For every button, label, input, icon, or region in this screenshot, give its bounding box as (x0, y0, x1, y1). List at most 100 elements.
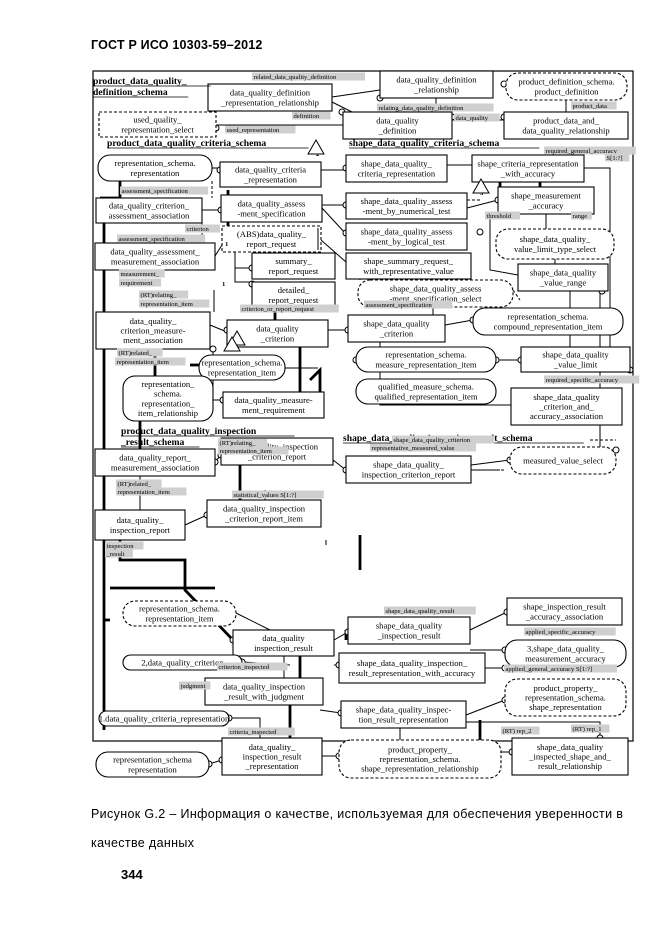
entity-label: data_quality_definition (230, 88, 311, 98)
role-label: (RT)related_ (119, 350, 153, 357)
entity-label: data_quality_criteria (235, 165, 306, 175)
entity-box (355, 346, 497, 373)
entity-label: representation_schema. (139, 604, 220, 614)
schema-title: product_data_quality_ (93, 76, 187, 87)
schema-title: product_data_quality_criteria_schema (107, 138, 266, 149)
entity-label: shape_data_quality (376, 621, 443, 631)
relationship-line (444, 319, 474, 326)
entity-box (345, 154, 448, 183)
relationship-line (234, 252, 252, 283)
entity-box (511, 737, 629, 776)
entity-label: 2,data_quality_criterion (141, 658, 224, 668)
entity-label: _representation (245, 761, 300, 771)
role-label: assessment_specification (119, 236, 186, 243)
entity-box (95, 197, 203, 224)
role-label: criterion_or_report_request (242, 306, 315, 313)
role-label: criterion_inspected (219, 664, 270, 671)
entity-label: representation_select (121, 124, 194, 134)
role-label-bg (240, 304, 339, 313)
entity-label: criterion_measure- (121, 326, 186, 336)
relationship-line (321, 207, 347, 235)
role-label: data_quality (456, 115, 489, 122)
entity-boxes: data_quality_definition_representation_r… (94, 70, 631, 779)
caption-line-1: Рисунок G.2 – Информация о качестве, исп… (91, 807, 624, 821)
entity-label: shape_data_quality (542, 350, 609, 360)
entity-label: _inspection_result (376, 630, 441, 640)
relationship-line (331, 89, 381, 98)
relationship-line (214, 244, 223, 257)
role-label-bg (571, 724, 610, 733)
role-label-bg (185, 224, 220, 233)
role-label: inspection (107, 543, 135, 550)
entity-box (98, 710, 230, 727)
role-label: relating_data_quality_definition (379, 105, 465, 112)
role-label: criteria_inspected (230, 729, 278, 736)
page-reference-triangle (223, 335, 241, 352)
role-label-bg (370, 443, 476, 452)
entity-label: report_request (269, 266, 319, 276)
role-label: definition (294, 113, 320, 120)
role-label: used_representation (227, 127, 280, 134)
role-label-bg (119, 278, 162, 287)
relationship-line (469, 611, 508, 631)
entity-label: with_representative_value (363, 266, 454, 276)
entity-label: schema. (154, 389, 182, 399)
tag-number: 1 (225, 241, 228, 248)
role-label-bg (218, 438, 268, 447)
role-label-bg (179, 681, 211, 690)
entity-label: measurement_association (111, 462, 200, 472)
relationship-line (319, 709, 342, 714)
entity-label: value_limit_type_select (514, 244, 597, 254)
entity-label: _value_range (539, 277, 586, 287)
entity-label: 3,shape_data_quality_ (527, 644, 605, 654)
entity-label: _inspected_shape_and_ (528, 752, 611, 762)
entity-box (251, 281, 336, 309)
page-header: ГОСТ Р ИСО 10303-59–2012 (91, 38, 263, 52)
entity-label: _representation_relationship (220, 97, 319, 107)
entity-label: data_quality_inspection (223, 682, 306, 692)
role-label-bg (524, 627, 616, 636)
role-label-bg (384, 606, 476, 615)
entity-box (497, 186, 595, 215)
entity-box (251, 252, 336, 280)
entity-label: representation (131, 168, 180, 178)
entity-label: data_quality_criterion_ (109, 201, 190, 211)
entity-label: shape_measurement (511, 191, 581, 201)
page-reference-triangle (307, 138, 325, 155)
entity-label: _value_limit (553, 359, 598, 369)
role-label: requirement (121, 280, 153, 287)
entity-label: -ment_by_logical_test (368, 236, 445, 246)
role-label-bg (225, 125, 296, 134)
entity-label: data_quality_inspection (223, 504, 306, 514)
role-label: assessment_specification (122, 188, 189, 195)
entity-box (338, 739, 502, 779)
entity-label: inspection_result (254, 643, 313, 653)
entity-label: shape_data_quality (363, 319, 430, 329)
role-label-bg (571, 101, 617, 110)
role-label: shape_data_quality_result (386, 608, 455, 615)
role-label-bg (115, 357, 186, 366)
entity-label: detailed_ (278, 285, 310, 295)
page-reference-triangle (472, 177, 490, 194)
role-label-bg (217, 662, 288, 671)
entity-box (95, 311, 211, 350)
role-label-bg (105, 549, 133, 558)
entity-label: data_quality_ (249, 742, 296, 752)
role-label-bg (119, 269, 165, 278)
entity-box (220, 194, 323, 223)
diagram-text: product_data_quality_definition_schemapr… (93, 72, 640, 736)
schema-title: product_data_quality_inspection (121, 426, 257, 437)
role-label: product_data (573, 103, 607, 110)
role-label-bg (392, 435, 495, 444)
role-label: (RT) rep_2 (503, 728, 532, 735)
entity-label: result_relationship (538, 761, 602, 771)
relationship-line (466, 199, 499, 209)
role-label: required_specific_accuracy (546, 377, 619, 384)
role-label: S[1:?] (607, 155, 623, 162)
role-label-bg (454, 113, 500, 122)
page-number: 344 (121, 867, 143, 882)
entity-label: shape_inspection_result (523, 602, 606, 612)
entity-label: report_request (269, 295, 319, 305)
entity-label: representation_ (142, 398, 196, 408)
role-label: (RT)relating_ (220, 440, 257, 447)
